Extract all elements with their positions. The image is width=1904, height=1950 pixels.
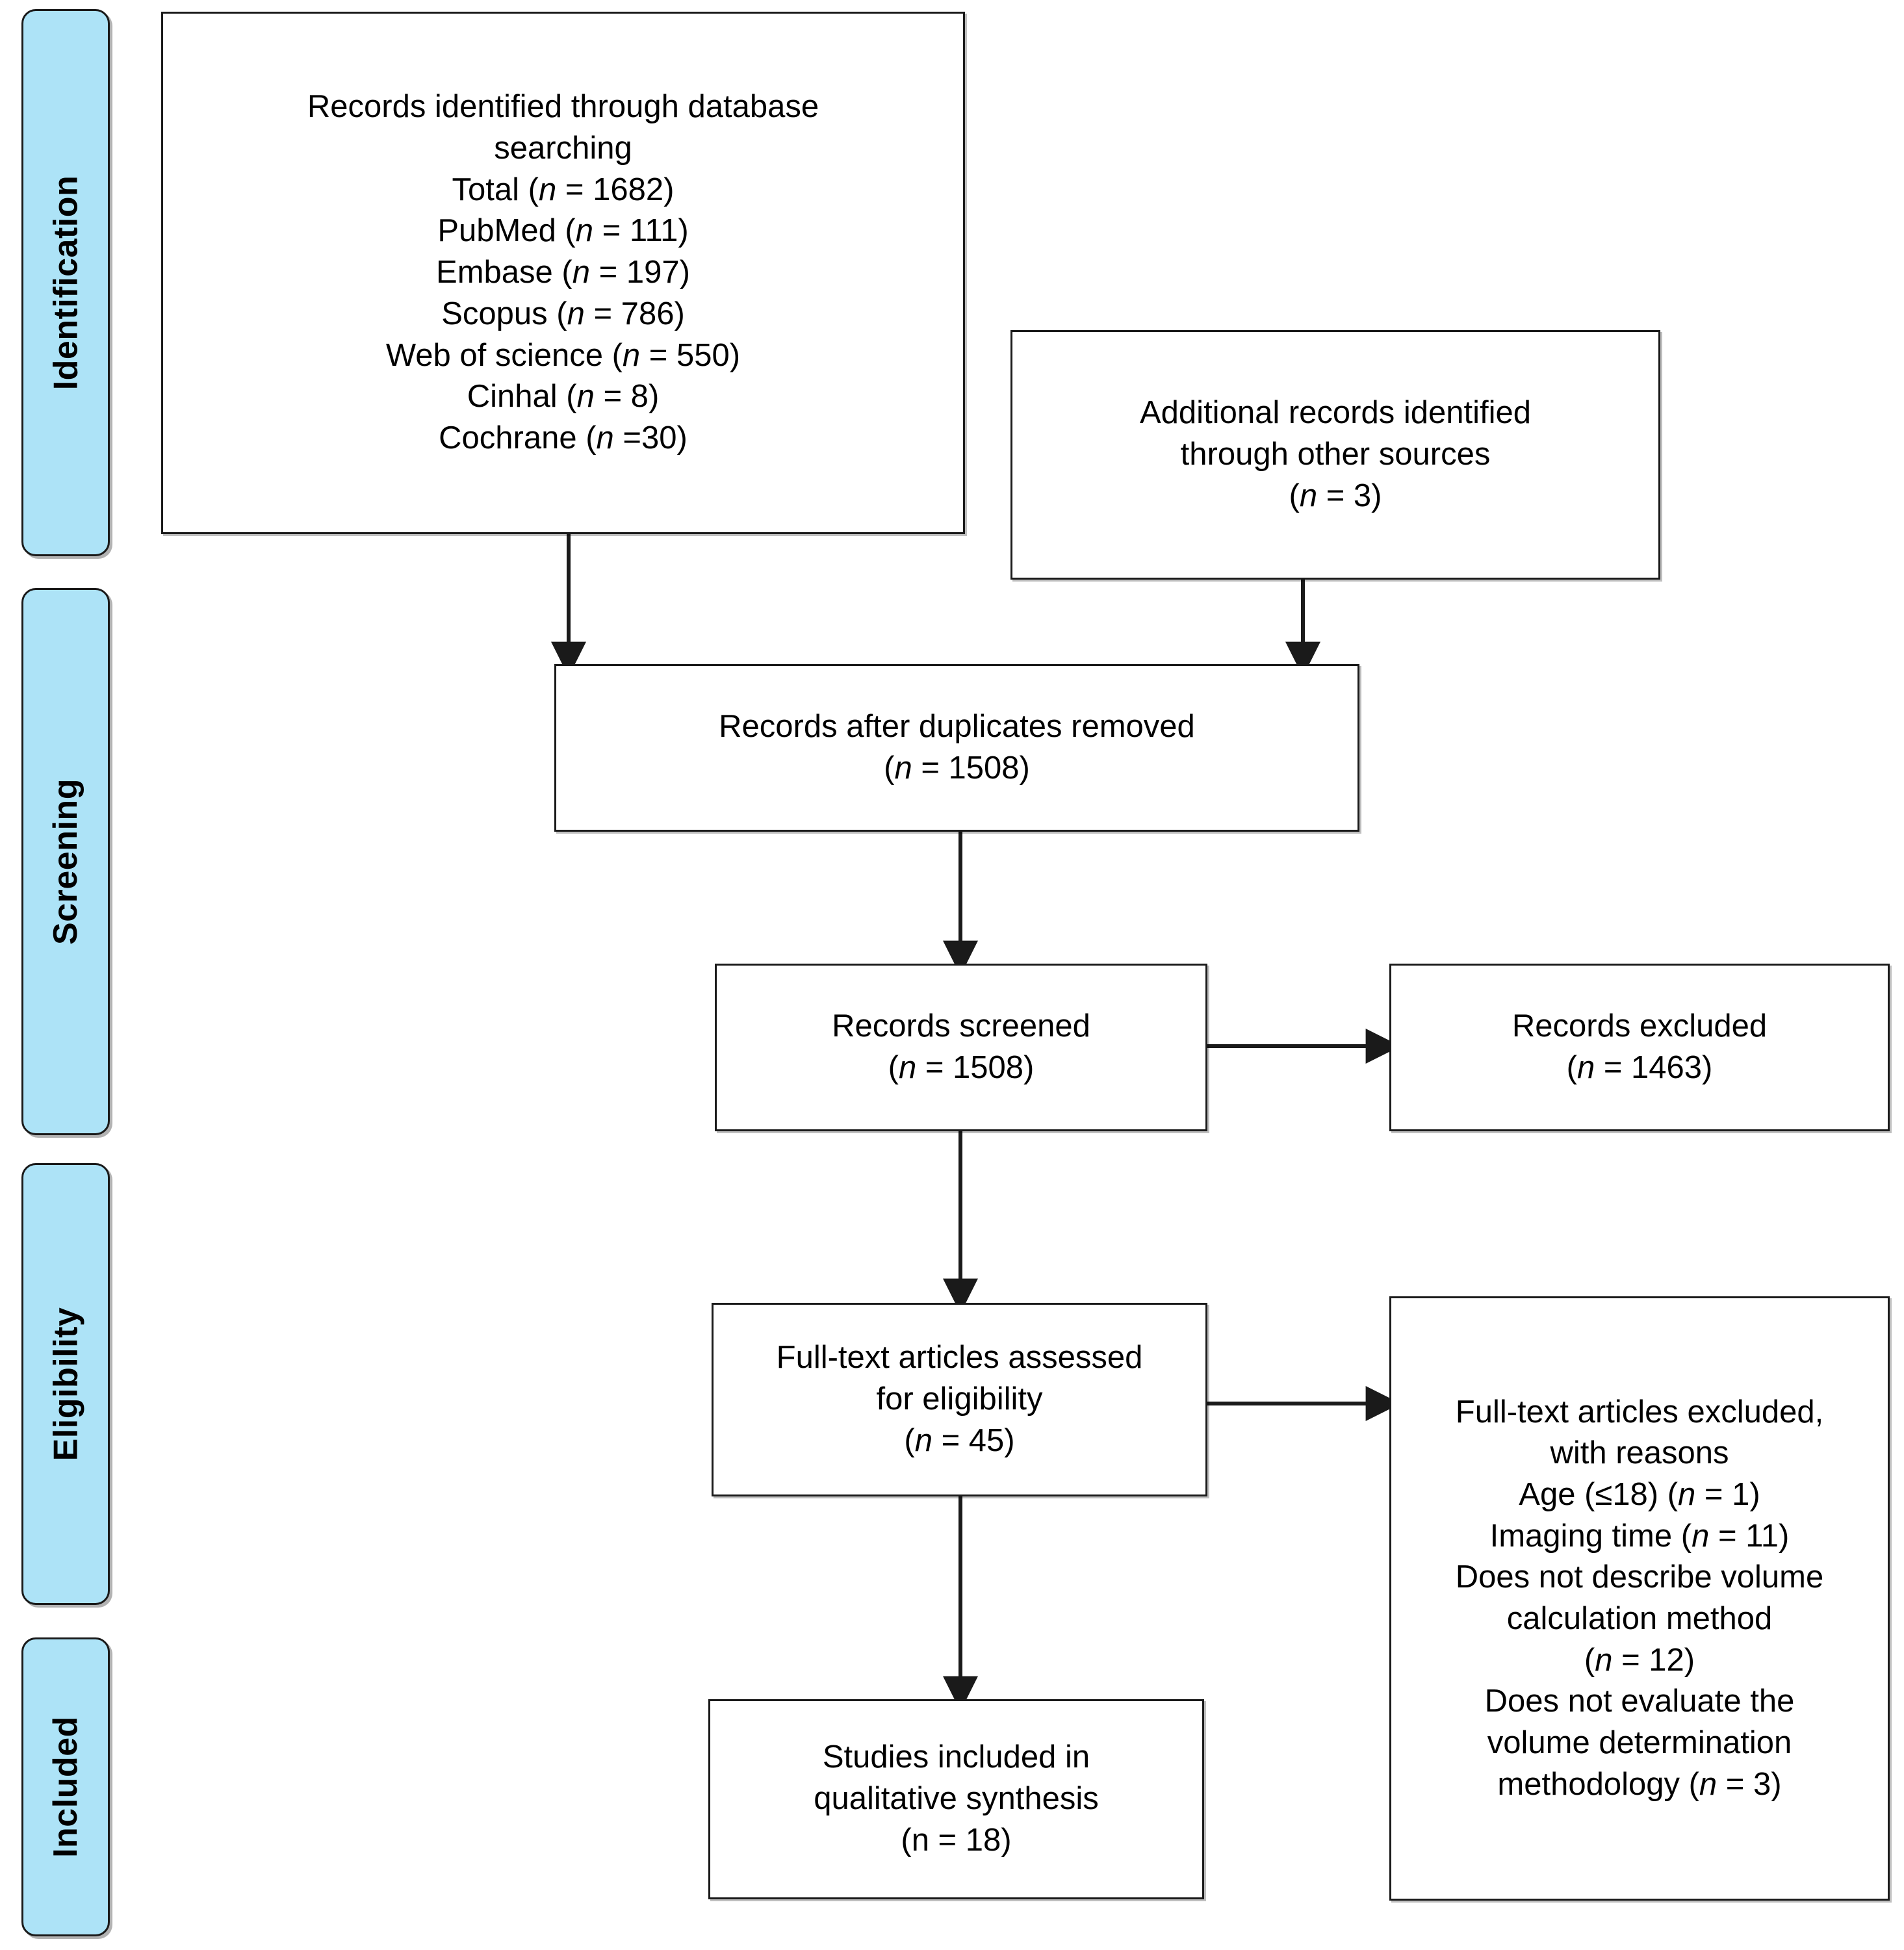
- line-assessed-2: for eligibility: [876, 1381, 1043, 1417]
- line-included-2: qualitative synthesis: [814, 1781, 1099, 1817]
- box-fulltext-assessed-eligibility: Full-text articles assessed for eligibil…: [712, 1303, 1207, 1496]
- line-fexcl-volume-2: calculation method: [1506, 1601, 1773, 1636]
- box-fulltext-assessed-eligibility-text: Full-text articles assessed for eligibil…: [766, 1337, 1153, 1461]
- line-db-cinhal: Cinhal (n = 8): [467, 379, 660, 415]
- line-screened-n: (n = 1508): [888, 1050, 1035, 1085]
- line-dup-1: Records after duplicates removed: [719, 709, 1195, 745]
- line-fexcl-age: Age (≤18) (n = 1): [1519, 1476, 1760, 1512]
- line-db-pubmed: PubMed (n = 111): [437, 213, 689, 249]
- stage-label-eligibility: Eligibility: [47, 1307, 85, 1461]
- box-records-identified-database: Records identified through database sear…: [161, 12, 965, 534]
- box-records-after-duplicates-removed: Records after duplicates removed (n = 15…: [554, 664, 1359, 832]
- stage-label-included: Included: [47, 1716, 85, 1858]
- box-records-excluded: Records excluded (n = 1463): [1389, 964, 1890, 1131]
- line-fexcl-2: with reasons: [1550, 1435, 1729, 1471]
- line-fexcl-eval-3: methodology (n = 3): [1497, 1766, 1782, 1802]
- line-db-embase: Embase (n = 197): [436, 255, 690, 290]
- line-fexcl-eval-1: Does not evaluate the: [1484, 1684, 1795, 1719]
- box-additional-records-other-sources: Additional records identified through ot…: [1010, 330, 1660, 580]
- line-db-cochrane: Cochrane (n =30): [439, 420, 688, 455]
- stage-pill-identification: Identification: [21, 9, 110, 556]
- box-fulltext-excluded-with-reasons: Full-text articles excluded, with reason…: [1389, 1296, 1890, 1901]
- box-studies-included-text: Studies included in qualitative synthesi…: [803, 1737, 1109, 1861]
- line-db-scopus: Scopus (n = 786): [441, 296, 685, 331]
- box-studies-included: Studies included in qualitative synthesi…: [708, 1699, 1204, 1899]
- box-fulltext-excluded-with-reasons-text: Full-text articles excluded, with reason…: [1445, 1392, 1834, 1806]
- box-records-screened-text: Records screened (n = 1508): [821, 1006, 1101, 1088]
- line-included-n: (n = 18): [901, 1822, 1012, 1858]
- box-records-after-duplicates-removed-text: Records after duplicates removed (n = 15…: [708, 706, 1205, 789]
- box-records-screened: Records screened (n = 1508): [715, 964, 1207, 1131]
- stage-label-identification: Identification: [47, 175, 84, 391]
- line-screened-1: Records screened: [832, 1008, 1090, 1044]
- line-other-n: (n = 3): [1289, 478, 1382, 513]
- stage-pill-screening: Screening: [21, 588, 110, 1135]
- stage-pill-eligibility: Eligibility: [21, 1163, 110, 1605]
- box-additional-records-other-sources-text: Additional records identified through ot…: [1129, 392, 1541, 517]
- stage-pill-included: Included: [21, 1637, 110, 1936]
- line-fexcl-1: Full-text articles excluded,: [1455, 1394, 1824, 1430]
- line-other-2: through other sources: [1180, 437, 1491, 472]
- line-other-1: Additional records identified: [1140, 395, 1531, 431]
- line-excluded-n: (n = 1463): [1566, 1050, 1713, 1085]
- line-fexcl-imaging-time: Imaging time (n = 11): [1489, 1518, 1790, 1554]
- box-records-excluded-text: Records excluded (n = 1463): [1502, 1006, 1777, 1088]
- line-db-webofscience: Web of science (n = 550): [385, 337, 741, 373]
- line-fexcl-volume-n: (n = 12): [1584, 1642, 1695, 1678]
- line-assessed-1: Full-text articles assessed: [776, 1340, 1143, 1376]
- line-db-title-1: Records identified through database: [307, 89, 819, 125]
- stage-label-screening: Screening: [47, 778, 85, 945]
- line-assessed-n: (n = 45): [904, 1422, 1015, 1458]
- line-excluded-1: Records excluded: [1512, 1008, 1768, 1044]
- line-dup-n: (n = 1508): [884, 750, 1030, 786]
- box-records-identified-database-text: Records identified through database sear…: [297, 86, 829, 459]
- line-db-total: Total (n = 1682): [452, 172, 675, 207]
- line-fexcl-volume-1: Does not describe volume: [1455, 1559, 1824, 1595]
- line-fexcl-eval-2: volume determination: [1487, 1725, 1792, 1761]
- line-db-title-2: searching: [494, 131, 632, 166]
- line-included-1: Studies included in: [822, 1739, 1090, 1775]
